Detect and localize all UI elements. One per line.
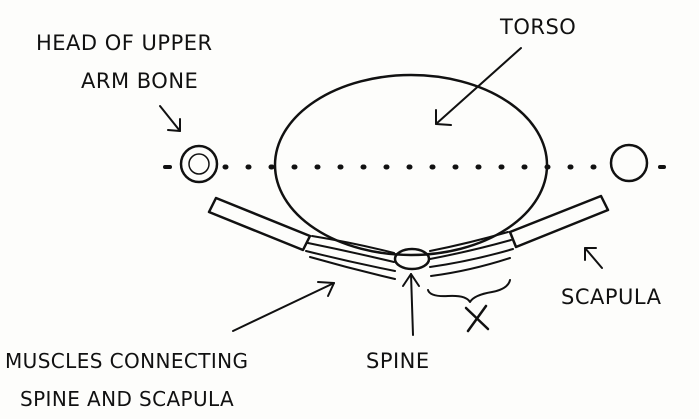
label-torso: TORSO xyxy=(499,15,576,39)
left-muscle-fibers xyxy=(306,236,395,279)
arrow-to-spine xyxy=(403,274,419,335)
left-arm-bone-head xyxy=(181,146,217,182)
right-muscle-fibers xyxy=(430,232,513,276)
label-scapula: SCAPULA xyxy=(561,285,662,309)
label-head-of-upper-arm-bone-line1: HEAD OF UPPER xyxy=(36,31,213,55)
arrow-to-arm-bone-head xyxy=(160,106,180,131)
right-arm-bone-head xyxy=(611,145,647,181)
spine-vertebra xyxy=(395,249,429,269)
left-scapula xyxy=(209,198,310,250)
gap-brace xyxy=(428,280,510,302)
label-spine: SPINE xyxy=(366,349,430,373)
right-scapula xyxy=(510,196,608,247)
arrow-to-muscles xyxy=(233,282,334,331)
label-muscles-line1: MUSCLES CONNECTING xyxy=(5,349,248,373)
arrow-to-scapula xyxy=(585,248,602,268)
label-head-of-upper-arm-bone-line2: ARM BONE xyxy=(81,69,198,93)
label-muscles-line2: SPINE AND SCAPULA xyxy=(20,387,234,411)
gap-x-marker xyxy=(466,306,488,331)
arrow-to-torso xyxy=(436,48,521,125)
